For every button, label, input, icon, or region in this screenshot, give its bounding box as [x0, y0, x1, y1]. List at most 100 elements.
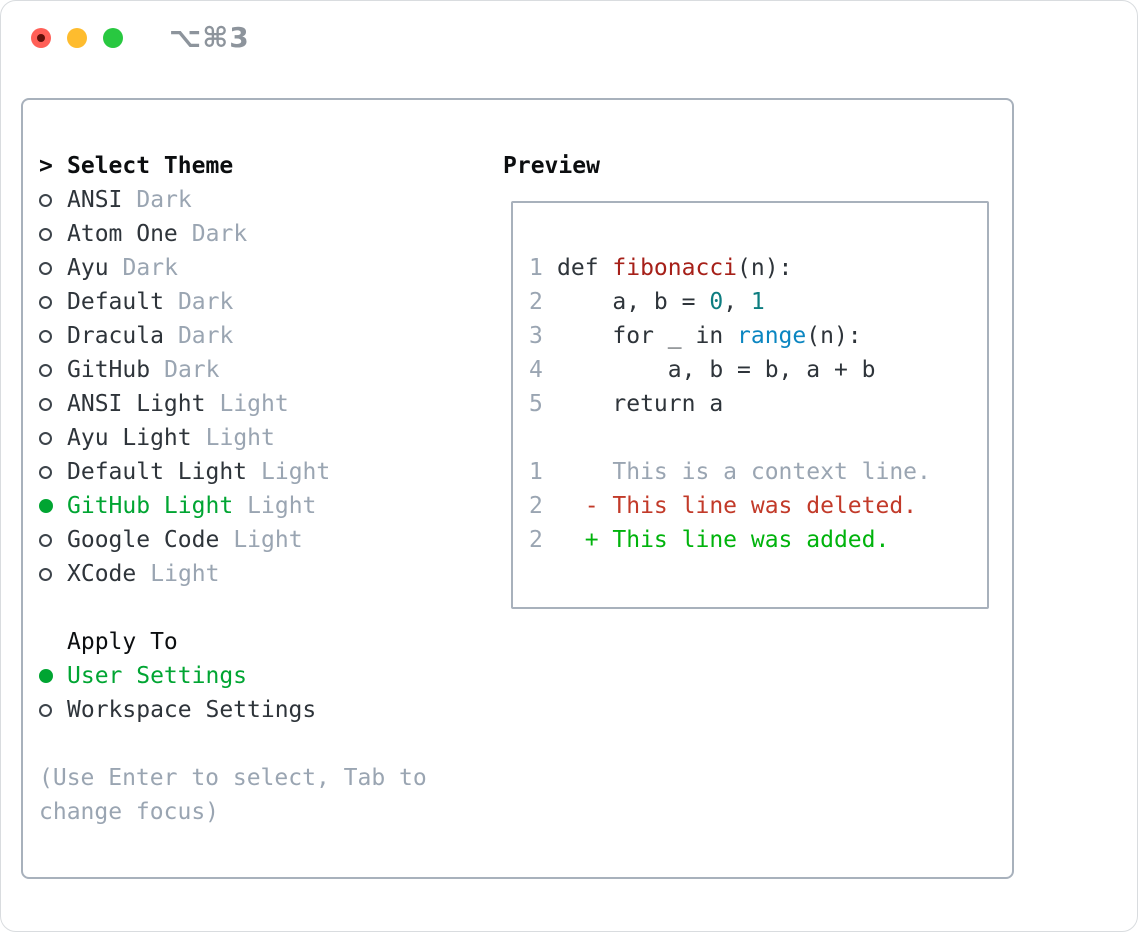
preview-column: Preview 1 def fibonacci(n): 2 a, b = 0, 1 3…: [503, 149, 1012, 877]
line-number: 2: [529, 493, 543, 519]
theme-variant-tag: Light: [150, 561, 220, 587]
line-number: 2: [529, 527, 543, 553]
radio-circle: [39, 499, 53, 513]
theme-option[interactable]: Ayu Dark: [39, 251, 503, 285]
radio-circle: [39, 669, 53, 683]
code-token: return a: [557, 391, 724, 417]
radio-icon[interactable]: [39, 329, 67, 343]
radio-icon[interactable]: [39, 703, 67, 717]
radio-icon[interactable]: [39, 363, 67, 377]
zoom-button[interactable]: [103, 28, 123, 48]
code-token: (n):: [737, 255, 793, 281]
code-line: 2 - This line was deleted.: [529, 489, 987, 523]
code-token: for _ in: [557, 323, 738, 349]
code-token: 0: [709, 289, 724, 315]
apply-option[interactable]: Workspace Settings: [39, 693, 503, 727]
theme-name: XCode: [67, 561, 137, 587]
radio-icon[interactable]: [39, 397, 67, 411]
code-line: 4 a, b = b, a + b: [529, 353, 987, 387]
code-line: 3 for _ in range(n):: [529, 319, 987, 353]
theme-option[interactable]: ANSI Light Light: [39, 387, 503, 421]
radio-circle: [39, 431, 52, 445]
theme-option[interactable]: XCode Light: [39, 557, 503, 591]
radio-selected-icon[interactable]: [39, 499, 67, 513]
radio-icon[interactable]: [39, 261, 67, 275]
cursor-marker: >: [39, 149, 67, 183]
minimize-button[interactable]: [67, 28, 87, 48]
radio-icon[interactable]: [39, 567, 67, 581]
theme-name: Dracula: [67, 323, 164, 349]
radio-circle: [39, 363, 52, 377]
apply-to-header: Apply To: [39, 625, 503, 659]
radio-circle: [39, 193, 52, 207]
radio-circle: [39, 533, 52, 547]
theme-variant-tag: Light: [219, 391, 289, 417]
theme-variant-tag: Dark: [164, 357, 220, 383]
close-button[interactable]: [31, 28, 51, 48]
code-token: 1: [750, 289, 765, 315]
line-number: 3: [529, 323, 543, 349]
theme-name: Default: [67, 289, 164, 315]
hint-text-line: change focus): [39, 799, 220, 825]
code-line: 5 return a: [529, 387, 987, 421]
apply-option-name: User Settings: [67, 663, 248, 689]
code-token: a, b = b, a + b: [557, 357, 876, 383]
code-token: This is a context line.: [557, 459, 931, 485]
code-token: def: [557, 255, 613, 281]
radio-icon[interactable]: [39, 533, 67, 547]
theme-name: GitHub: [67, 357, 151, 383]
select-theme-header: > Select Theme: [39, 149, 503, 183]
radio-circle: [39, 295, 52, 309]
code-token: range: [737, 323, 807, 349]
titlebar: ⌥⌘3: [31, 21, 250, 54]
radio-icon[interactable]: [39, 193, 67, 207]
code-token: fibonacci: [612, 255, 738, 281]
radio-icon[interactable]: [39, 431, 67, 445]
spacer-row: [39, 591, 503, 625]
radio-circle: [39, 397, 52, 411]
window-title: ⌥⌘3: [169, 21, 250, 54]
preview-heading: Preview: [503, 153, 600, 179]
code-token: a, b =: [557, 289, 710, 315]
line-number: 4: [529, 357, 543, 383]
close-dot-icon: [37, 34, 45, 42]
theme-name: ANSI: [67, 187, 123, 213]
theme-name: ANSI Light: [67, 391, 206, 417]
theme-variant-tag: Light: [261, 459, 331, 485]
radio-icon[interactable]: [39, 295, 67, 309]
theme-name: Atom One: [67, 221, 178, 247]
radio-selected-icon[interactable]: [39, 669, 67, 683]
code-line: 1 def fibonacci(n):: [529, 251, 987, 285]
code-line: 1 This is a context line.: [529, 455, 987, 489]
theme-variant-tag: Dark: [122, 255, 178, 281]
spacer-row: [39, 727, 503, 761]
hint-text-line: (Use Enter to select, Tab to: [39, 765, 427, 791]
radio-circle: [39, 465, 52, 479]
radio-icon[interactable]: [39, 465, 67, 479]
apply-option[interactable]: User Settings: [39, 659, 503, 693]
theme-variant-tag: Light: [247, 493, 317, 519]
theme-option[interactable]: GitHub Dark: [39, 353, 503, 387]
theme-variant-tag: Dark: [177, 289, 234, 315]
radio-circle: [39, 329, 52, 343]
preview-code-box: 1 def fibonacci(n): 2 a, b = 0, 1 3 for _ i…: [511, 201, 989, 609]
code-token: + This line was added.: [557, 527, 890, 553]
code-token: ,: [723, 289, 751, 315]
radio-icon[interactable]: [39, 227, 67, 241]
radio-circle: [39, 567, 52, 581]
theme-name: Ayu: [67, 255, 109, 281]
code-token: - This line was deleted.: [557, 493, 918, 519]
cursor-arrow-icon: >: [39, 153, 53, 179]
line-number: 1: [529, 255, 543, 281]
theme-option[interactable]: Default Dark: [39, 285, 503, 319]
